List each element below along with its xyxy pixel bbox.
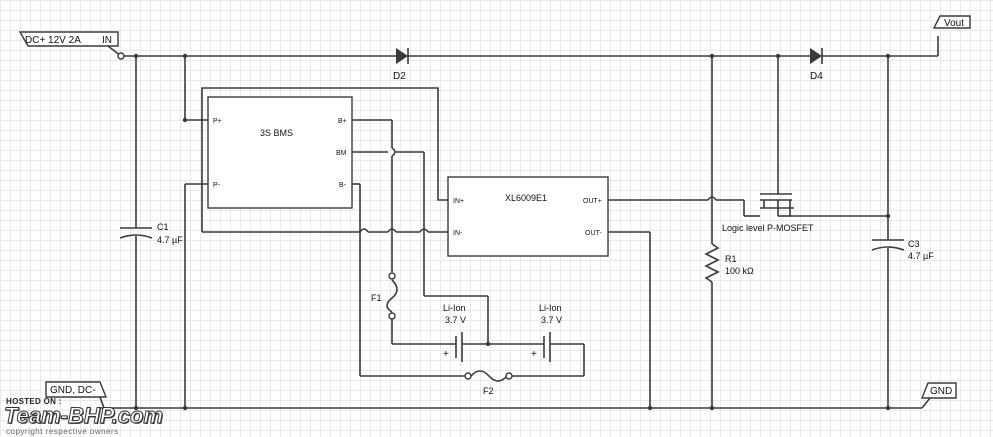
dc-in-label: DC+ 12V 2A [25,35,81,46]
battery-cells: + + Li-Ion 3.7 V Li-Ion 3.7 V [392,303,585,377]
junction-dots [133,53,891,411]
d2-label: D2 [393,71,406,82]
diode-d2: D2 [393,48,409,82]
c1-value: 4.7 µF [157,235,183,245]
vout-tag: Vout [932,15,971,29]
cell1-name: Li-Ion [443,303,466,313]
gnd-right-label: GND [930,386,952,397]
bms-p-plus: P+ [213,118,222,125]
f1-label: F1 [371,293,382,303]
bms-b-plus: B+ [338,118,347,125]
diode-d4: D4 [810,48,823,82]
bms-b-minus: B- [339,182,347,189]
converter-title: XL6009E1 [505,193,547,203]
cell2-voltage: 3.7 V [541,315,562,325]
bms-bm: BM [336,150,347,157]
d4-label: D4 [810,71,823,82]
r1-name: R1 [725,254,737,264]
fuse-f1: F1 [371,272,398,344]
dc-in-tag: DC+ 12V 2A IN [18,31,125,60]
bms-p-minus: P- [213,182,221,189]
converter-out-minus: OUT- [585,230,602,237]
cell1-voltage: 3.7 V [445,315,466,325]
bms-wiring [184,56,489,408]
gnd-left-label: GND, DC- [50,385,96,396]
capacitor-c3: C3 4.7 µF [871,56,934,408]
bottom-rail-wires [100,397,931,409]
c3-name: C3 [908,239,920,249]
resistor-r1: R1 100 kΩ [704,56,754,408]
cell2-name: Li-Ion [539,303,562,313]
converter-output-wiring [608,196,760,408]
watermark-brand: Team-BHP.com [4,403,164,429]
fuse-f2: F2 [464,370,513,396]
mosfet-label: Logic level P-MOSFET [722,223,814,233]
gnd-left-tag: GND, DC- [45,381,108,409]
c1-name: C1 [157,222,169,232]
converter-block: XL6009E1 IN+ IN- OUT+ OUT- [447,176,609,257]
vout-label: Vout [944,18,964,29]
cell1-plus: + [443,349,449,360]
watermark-hosted: HOSTED ON : [6,397,62,406]
c3-value: 4.7 µF [908,251,934,261]
top-rail-wires [122,36,939,57]
bms-title: 3S BMS [260,128,293,138]
watermark-copyright: copyright respective owners [6,427,119,436]
dc-in-suffix: IN [102,35,112,46]
converter-out-plus: OUT+ [583,198,602,205]
converter-in-plus: IN+ [453,198,464,205]
p-mosfet: Logic level P-MOSFET [722,56,888,233]
capacitor-c1: C1 4.7 µF [119,56,183,408]
f2-label: F2 [483,386,494,396]
cell2-plus: + [531,349,537,360]
watermark: HOSTED ON : Team-BHP.com copyright respe… [4,397,200,436]
bms-block: 3S BMS P+ P- B+ BM B- [207,96,353,209]
converter-in-minus: IN- [453,230,463,237]
r1-value: 100 kΩ [725,266,754,276]
gnd-right-tag: GND [920,382,957,399]
